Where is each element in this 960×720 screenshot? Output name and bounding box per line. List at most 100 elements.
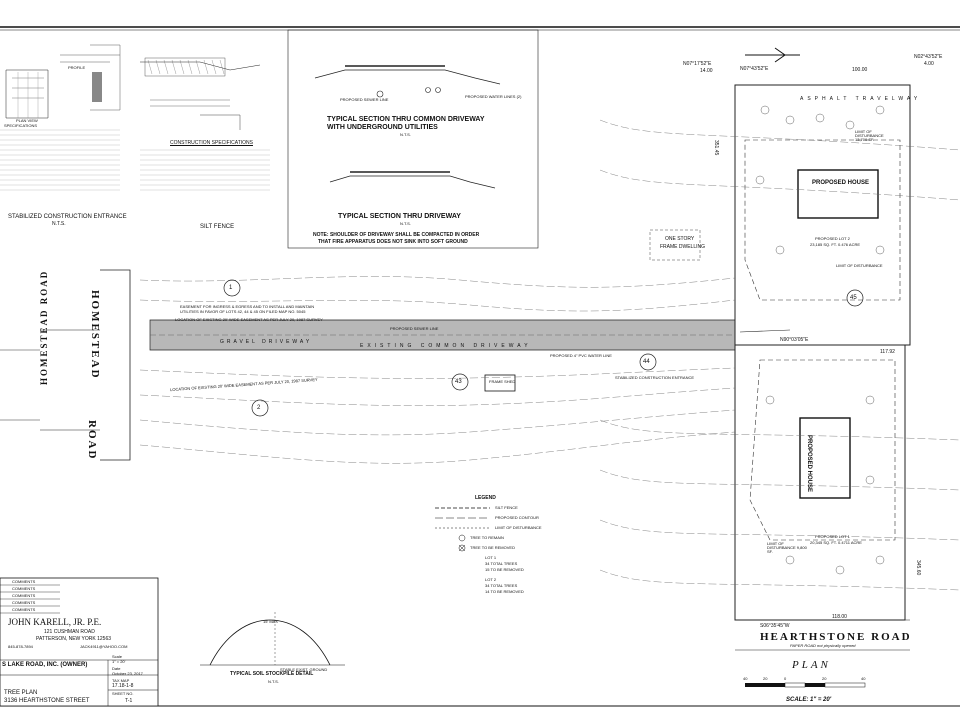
common-driveway-note: N.T.S. [400,132,411,137]
date-field-label: Date [112,666,121,671]
homestead-road-label: HOMESTEAD ROAD [39,269,49,385]
common-driveway-subtitle: WITH UNDERGROUND UTILITIES [327,124,438,131]
legend-item: SILT FENCE [495,505,518,510]
street-label: 3136 HEARTHSTONE STREET [4,698,90,704]
lot-number: 43 [455,379,462,385]
stockpile-max: 15' MAX [263,619,278,624]
legend-lot2: 34 TOTAL TREES [485,583,518,588]
driveway-note: N.T.S. [400,221,411,226]
hearthstone-road-label: HEARTHSTONE ROAD [760,631,912,643]
scale-label: SCALE: 1" = 20' [786,697,832,703]
common-driveway-title: TYPICAL SECTION THRU COMMON DRIVEWAY [327,116,485,123]
scale-tick: 0 [784,676,787,681]
plan-name: TREE PLAN [4,690,38,696]
stockpile-title: TYPICAL SOIL STOCKPILE DETAIL [230,671,314,677]
legend-lot1: 34 TOTAL TREES [485,561,518,566]
date-field-value: October 23, 2017 [112,671,143,676]
stabilized-entrance-label: STABILIZED CONSTRUCTION ENTRANCE [615,375,695,380]
scale-field-label: Scale [112,654,123,659]
bearing-top-mid: N07°43'52"E [740,66,769,72]
existing-common-driveway-label: EXISTING COMMON DRIVEWAY [360,343,532,349]
comment-row: COMMENTS [12,579,36,584]
title-block-frame [0,577,159,707]
detail-stockpile-graphic [200,612,345,666]
detail-stabilized-entrance [0,44,121,191]
detail-common-driveway [287,29,539,249]
detail-stabilized-entrance-title: STABILIZED CONSTRUCTION ENTRANCE [8,214,127,220]
lot-2-area: 23,185 SQ. FT. 0.476 ACRE [810,242,861,247]
legend-lot1: LOT 1 [485,555,497,560]
bearing-bottom-dist: 118.00 [832,614,847,620]
proposed-house-2-label: PROPOSED HOUSE [806,435,812,493]
bearing-top-right-dist: 100.00 [852,67,868,73]
frame-shed-label: FRAME SHED [489,379,516,384]
sewer-line-label: PROPOSED SEWER LINE [340,97,389,102]
sheet-no-value: T-1 [125,698,133,704]
bearing-right-dist: 345.60 [915,560,921,576]
lod-area-2: LIMIT OF DISTURBANCE 9,800 SF. [767,541,807,554]
tax-map-value: 17.18-1-8 [112,683,134,689]
construction-specs-title: CONSTRUCTION SPECIFICATIONS [170,140,253,146]
detail-silt-fence [140,57,270,191]
stockpile-note: N.T.S. [268,679,279,684]
proposed-house-1-label: PROPOSED HOUSE [812,180,870,186]
legend-lot2: LOT 2 [485,577,497,582]
profile-label: PROFILE [68,65,86,70]
bearing-top-left: N07°17'52"E [683,61,712,67]
one-story-label: ONE STORY [665,236,695,242]
lot-number: 2 [257,405,261,411]
bearing-mid-dist: 117.92 [880,349,895,355]
bearing-mid: N90°03'05"E [780,337,809,343]
scale-tick: 20 [763,676,768,681]
scale-tick: 20 [822,676,827,681]
engineer-address-1: 121 CUSHMAN ROAD [44,629,95,635]
legend-title: LEGEND [475,495,496,501]
proposed-water-line-label: PROPOSED 4" PVC WATER LINE [550,353,612,358]
easement-label: EASEMENT FOR INGRESS & EGRESS AND TO INS… [180,304,315,314]
legend-lot1: 15 TO BE REMOVED [485,567,524,572]
lot-number: 1 [229,285,233,291]
lot-1-area: 20,345 SQ. FT. 0.4711 ACRE [810,540,862,545]
sheet-no-label: SHEET NO. [112,691,134,696]
bearing-bottom: S06°35'45"W [760,623,790,629]
bearing-top-right: N02°43'52"E [914,54,943,60]
lot-number: 44 [643,359,650,365]
shoulder-note: NOTE: SHOULDER OF DRIVEWAY SHALL BE COMP… [313,232,480,238]
engineer-phone: 845-878-7894 [8,644,33,649]
limit-disturbance-label: LIMIT OF DISTURBANCE [836,263,883,268]
tax-map-label: TAX MAP [112,678,130,683]
legend-item: PROPOSED CONTOUR [495,515,539,520]
legend-graphics [435,507,490,552]
shoulder-note-2: THAT FIRE APPARATUS DOES NOT SINK INTO S… [318,239,468,245]
water-line-label: PROPOSED WATER LINES (2) [465,94,522,99]
engineer-email: JACK4911@YAHOO.COM [80,644,128,649]
lod-area-1: LIMIT OF DISTURBANCE 13,700 SF. [855,129,884,142]
legend-item: LIMIT OF DISTURBANCE [495,525,542,530]
legend-item: TREE TO REMAIN [470,535,504,540]
proposed-lot-1-label: PROPOSED LOT 1 [815,534,850,539]
asphalt-travelway-label: ASPHALT TRAVELWAY [800,96,922,102]
detail-specs-label: SPECIFICATIONS [4,123,38,128]
legend-item: TREE TO BE REMOVED [470,545,515,550]
gravel-driveway-label: GRAVEL DRIVEWAY [220,339,313,345]
lot-number: 45 [850,295,857,301]
comment-row: COMMENTS [12,586,36,591]
comment-row: COMMENTS [12,607,36,612]
bearing-left-dist: 351.45 [713,140,719,156]
homestead-road-label-vertical: HOMESTEAD [89,290,101,380]
proposed-lot-2-label: PROPOSED LOT 2 [815,236,850,241]
engineer-name: JOHN KARELL, JR. P.E. [8,617,102,627]
engineer-address-2: PATTERSON, NEW YORK 12563 [36,636,112,642]
proposed-sewer-line-label: PROPOSED SEWER LINE [390,326,439,331]
paper-road-label: PAPER ROAD not physically opened [790,643,856,648]
scale-tick: 40 [861,676,866,681]
road-word-label: ROAD [86,420,98,461]
legend-lot2: 14 TO BE REMOVED [485,589,524,594]
bearing-top-right-dist2: 4.00 [924,61,934,67]
detail-silt-fence-title: SILT FENCE [200,224,235,230]
frame-dwelling-label: FRAME DWELLING [660,244,706,250]
driveway-title: TYPICAL SECTION THRU DRIVEWAY [338,213,461,220]
comment-row: COMMENTS [12,593,36,598]
bearing-top-left-dist: 14.00 [700,68,713,74]
